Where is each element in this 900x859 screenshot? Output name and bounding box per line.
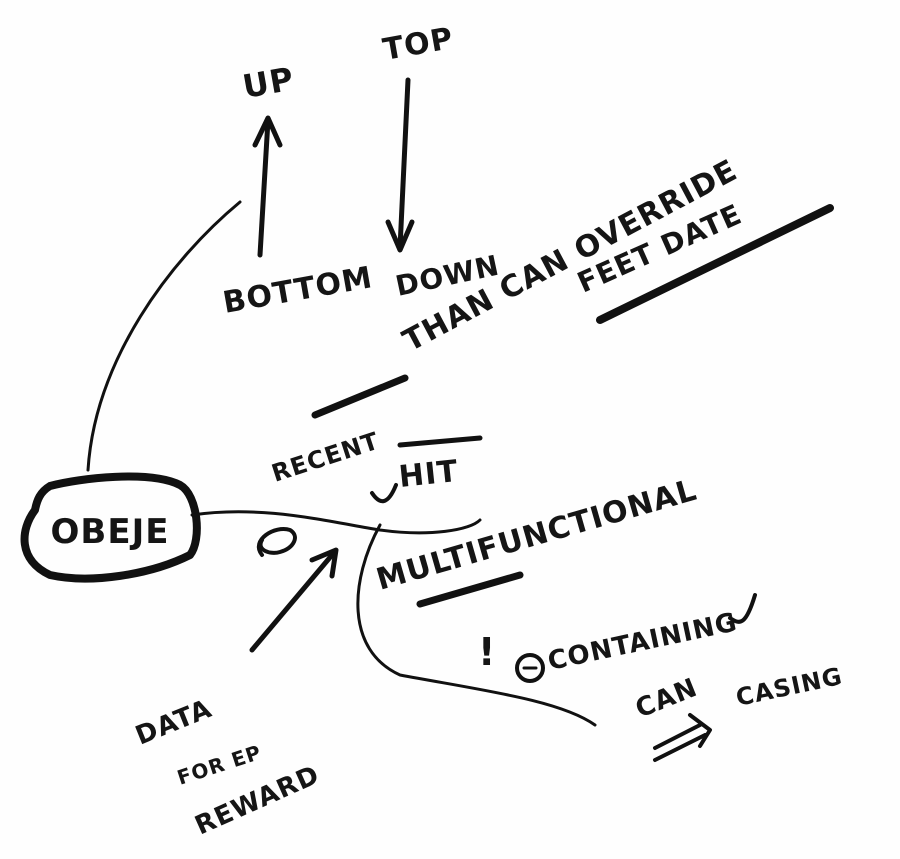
branch-lower-line xyxy=(356,523,597,727)
center-node-label: OBEJE xyxy=(51,512,170,552)
containing-check-mark xyxy=(728,593,757,624)
label-bottom: BOTTOM xyxy=(220,260,375,321)
feet-date-underline xyxy=(596,204,834,324)
label-recent: RECENT xyxy=(268,427,383,488)
label-containing: CONTAINING xyxy=(545,607,740,676)
label-exclamation: ! xyxy=(478,630,496,674)
branch-upper-line xyxy=(86,200,242,472)
down-arrow-shaft xyxy=(397,77,411,251)
label-than-can-override: THAN CAN OVERRIDE xyxy=(397,153,743,359)
double-arrow-line-top xyxy=(653,723,702,750)
label-up: UP xyxy=(240,60,297,106)
branch-right-line xyxy=(190,510,482,535)
label-data-line2: FOR EP xyxy=(174,740,265,790)
double-arrow-head xyxy=(688,713,712,748)
data-arrow-shaft xyxy=(249,552,335,653)
center-node-outline xyxy=(20,472,201,583)
hit-check-mark xyxy=(370,483,398,504)
down-arrow-head xyxy=(385,219,415,253)
up-arrow-shaft xyxy=(257,117,271,258)
containing-circle-icon xyxy=(515,653,545,683)
up-arrow-head xyxy=(252,115,283,148)
label-casing: CASING xyxy=(733,662,845,712)
hit-overline xyxy=(397,435,483,448)
recent-overline xyxy=(311,374,409,419)
data-arrow-head xyxy=(309,547,339,579)
label-hit: HIT xyxy=(397,454,460,495)
double-arrow-line-bottom xyxy=(653,733,707,762)
loop-symbol xyxy=(256,527,297,557)
multifunctional-underline xyxy=(416,571,524,608)
label-data-line1: DATA xyxy=(131,694,216,752)
label-top: TOP xyxy=(380,21,456,68)
